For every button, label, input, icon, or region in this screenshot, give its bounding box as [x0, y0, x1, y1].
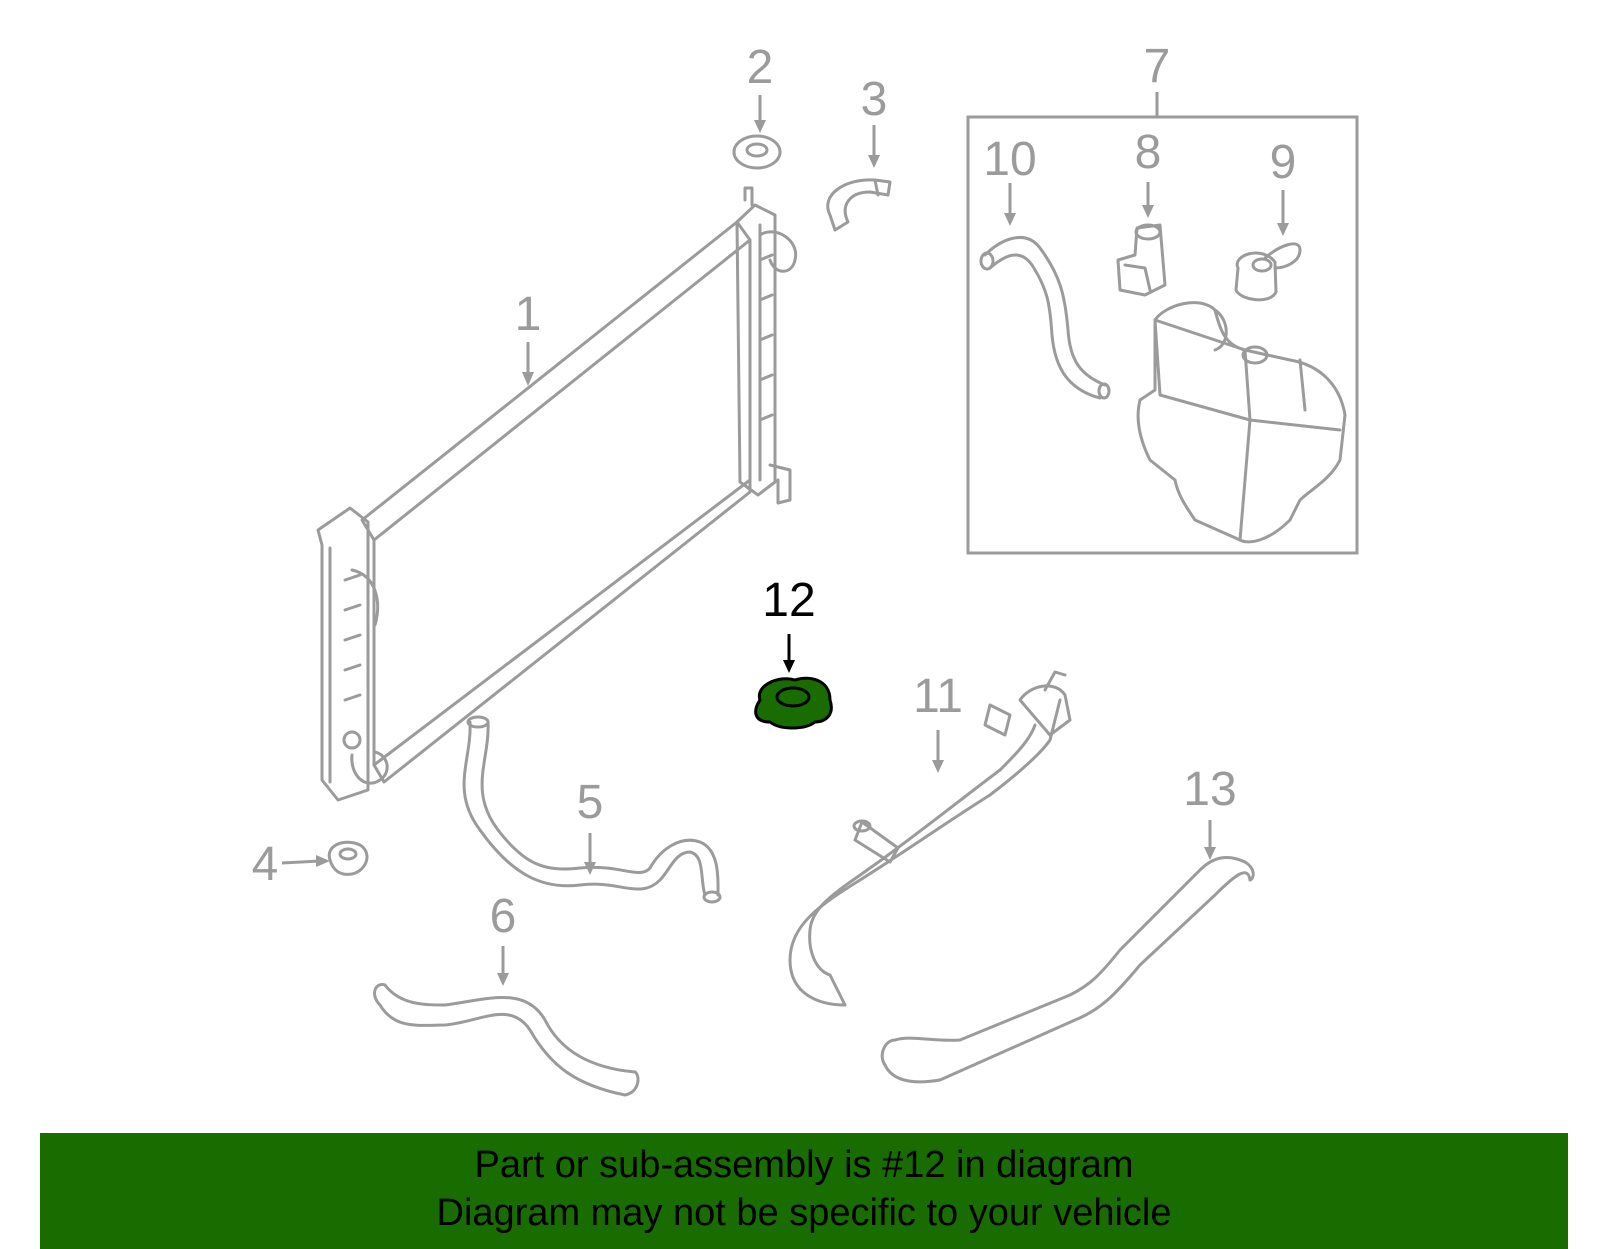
callout-7: 7: [1144, 40, 1171, 93]
callout-arrows: [281, 92, 1289, 986]
banner-line-disclaimer: Diagram may not be specific to your vehi…: [436, 1192, 1172, 1234]
callout-11: 11: [913, 670, 963, 723]
part-info-banner: Part or sub-assembly is #12 in diagram D…: [40, 1133, 1568, 1249]
callout-12: 12: [762, 574, 815, 627]
callout-3: 3: [861, 73, 888, 126]
hose-13-part: [880, 856, 1255, 1084]
callout-5: 5: [577, 776, 604, 829]
callout-numbers: 1 2 3 4 5 6 7 8 9 10 11 12 13: [252, 40, 1297, 943]
callout-13: 13: [1183, 763, 1236, 816]
hose-10-part: [979, 236, 1111, 400]
reservoir-cap-part: [1234, 242, 1302, 302]
hose-5-part: [462, 715, 722, 904]
banner-line-part: Part or sub-assembly is #12 in diagram: [474, 1144, 1134, 1186]
callout-10: 10: [983, 133, 1036, 186]
reservoir-assembly-box: [966, 115, 1359, 555]
radiator-cap-part-highlighted[interactable]: [754, 676, 833, 730]
callout-2: 2: [747, 41, 774, 94]
callout-4: 4: [252, 838, 279, 891]
callout-1: 1: [515, 288, 542, 341]
callout-6: 6: [490, 890, 517, 943]
level-sensor-part: [1116, 223, 1167, 297]
reservoir-tank-part: [1136, 301, 1347, 544]
seal-ring-part: [732, 134, 782, 170]
hose-11-part: [788, 670, 1072, 1007]
radiator-part: [316, 186, 798, 802]
callout-9: 9: [1270, 136, 1297, 189]
grommet-part: [327, 840, 369, 876]
callout-8: 8: [1135, 126, 1162, 179]
bracket-part: [826, 178, 892, 232]
hose-6-part: [373, 983, 640, 1097]
